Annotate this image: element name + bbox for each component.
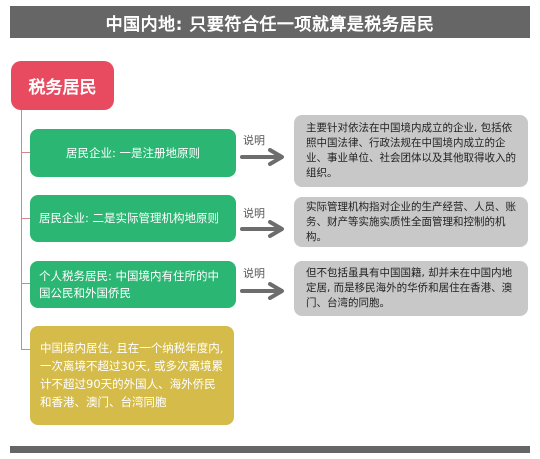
description-2-text: 实际管理机构指对企业的生产经营、人员、账务、财产等实施实质性全面管理和控制的机构… bbox=[306, 200, 516, 243]
tree-connector-branch-3 bbox=[21, 283, 30, 284]
root-node-label: 税务居民 bbox=[28, 78, 97, 98]
description-box-1: 主要针对依法在中国境内成立的企业, 包括依照中国法律、行政法规在中国境内成立的企… bbox=[294, 115, 528, 187]
title-bar: 中国内地: 只要符合任一项就算是税务居民 bbox=[10, 6, 530, 38]
description-box-2: 实际管理机构指对企业的生产经营、人员、账务、财产等实施实质性全面管理和控制的机构… bbox=[294, 197, 528, 247]
bottom-bar bbox=[10, 446, 530, 453]
description-3-text: 但不包括虽具有中国国籍, 却并未在中国内地定居, 而是移民海外的华侨和居住在香港… bbox=[306, 267, 513, 309]
branch-3-connector-label: 说明 bbox=[243, 267, 265, 280]
page-title: 中国内地: 只要符合任一项就算是税务居民 bbox=[105, 14, 435, 35]
branch-node-3: 个人税务居民: 中国境内有住所的中国公民和外国侨民 bbox=[30, 261, 236, 308]
extra-node: 中国境内居住, 且在一个纳税年度内, 一次离境不超过30天, 或多次离境累计不超… bbox=[30, 326, 234, 425]
tree-connector-vertical bbox=[21, 110, 22, 350]
branch-node-3-label: 个人税务居民: 中国境内有住所的中国公民和外国侨民 bbox=[39, 268, 220, 300]
branch-node-2: 居民企业: 二是实际管理机构地原则 bbox=[30, 195, 236, 242]
branch-node-1-label: 居民企业: 一是注册地原则 bbox=[65, 145, 201, 160]
branch-node-1: 居民企业: 一是注册地原则 bbox=[30, 129, 236, 177]
right-arrow-icon bbox=[240, 148, 284, 166]
branch-2-connector-label: 说明 bbox=[243, 207, 265, 220]
right-arrow-icon bbox=[240, 220, 284, 238]
root-node: 税务居民 bbox=[11, 61, 114, 110]
tree-connector-branch-2 bbox=[21, 218, 30, 219]
tree-connector-branch-4 bbox=[21, 349, 30, 350]
right-arrow-icon bbox=[240, 282, 284, 300]
tree-connector-branch-1 bbox=[21, 152, 30, 153]
description-1-text: 主要针对依法在中国境内成立的企业, 包括依照中国法律、行政法规在中国境内成立的企… bbox=[306, 122, 516, 179]
branch-1-connector-label: 说明 bbox=[243, 134, 265, 147]
description-box-3: 但不包括虽具有中国国籍, 却并未在中国内地定居, 而是移民海外的华侨和居住在香港… bbox=[294, 261, 528, 316]
extra-node-text: 中国境内居住, 且在一个纳税年度内, 一次离境不超过30天, 或多次离境累计不超… bbox=[40, 341, 224, 409]
branch-node-2-label: 居民企业: 二是实际管理机构地原则 bbox=[39, 211, 220, 225]
